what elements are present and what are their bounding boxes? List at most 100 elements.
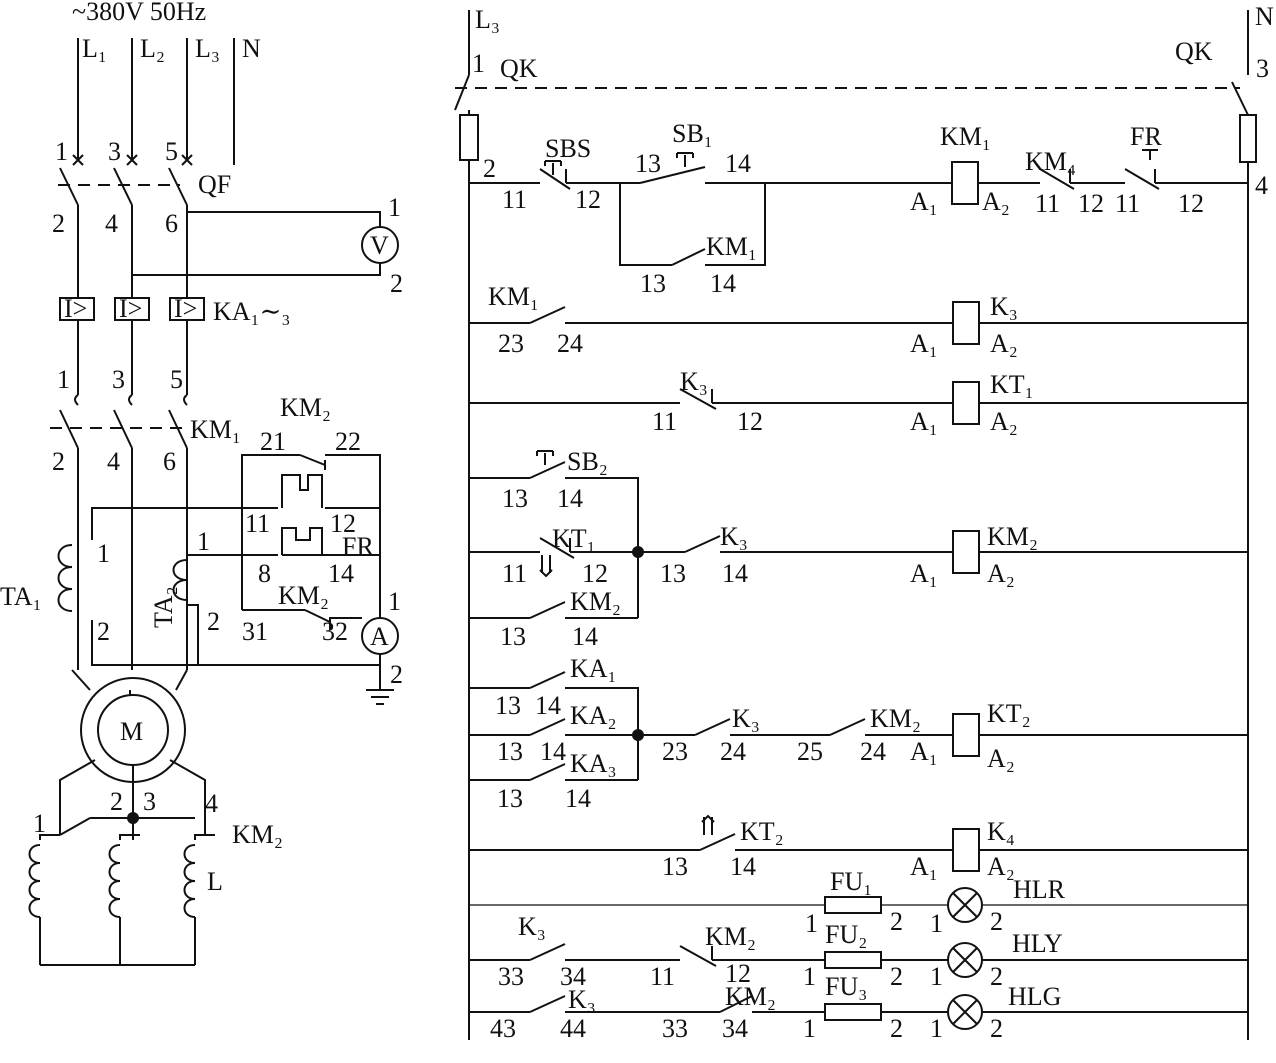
label-v-2: 2 xyxy=(390,269,403,298)
reactor-lead xyxy=(39,834,60,840)
label-TA2: TA₂ xyxy=(149,586,178,628)
label-r5-24: 24 xyxy=(720,737,746,766)
label-r9-34: 34 xyxy=(722,1014,748,1043)
label-QK-r: QK xyxy=(1175,37,1213,66)
label-v-1: 1 xyxy=(388,193,401,222)
wire xyxy=(565,477,639,618)
label-Lcoil: L xyxy=(207,867,223,896)
label-kt2c-a2: A₂ xyxy=(987,744,1015,773)
sb1-start-contact xyxy=(639,166,706,184)
k3-contact-33-34 xyxy=(529,943,566,961)
label-KA1: KA₁ xyxy=(570,654,617,683)
k3-contact-43-44 xyxy=(529,995,566,1013)
ta1-coil-icon xyxy=(57,544,73,612)
label-KT1: KT₁ xyxy=(552,524,596,553)
label-SB1: SB₁ xyxy=(672,119,713,148)
label-r-4: 4 xyxy=(1255,171,1268,200)
wire xyxy=(705,183,766,266)
label-sb1-14: 14 xyxy=(725,149,751,178)
km1-pole xyxy=(59,409,79,449)
qf-pole xyxy=(168,167,188,206)
ta2-coil-icon xyxy=(172,559,188,601)
label-r3-11: 11 xyxy=(652,407,677,436)
lamp-cross xyxy=(952,999,978,1025)
label-qf-1: 1 xyxy=(55,137,68,166)
label-hlr-2: 2 xyxy=(990,907,1003,936)
label-SB2: SB₂ xyxy=(567,447,608,476)
kt2-delay-contact xyxy=(699,833,736,851)
label-r-1: 1 xyxy=(472,49,485,78)
label-ka-i2: I> xyxy=(119,294,142,323)
label-t8: 8 xyxy=(258,559,271,588)
label-ka1-14: 14 xyxy=(535,691,561,720)
label-t31: 31 xyxy=(242,617,268,646)
km2-coil xyxy=(952,530,980,574)
label-hly-1: 1 xyxy=(930,962,943,991)
label-SBS: SBS xyxy=(545,134,591,163)
label-r5-25: 25 xyxy=(797,737,823,766)
label-k4c-a1: A₁ xyxy=(910,852,938,881)
label-ka-i1: I> xyxy=(64,294,87,323)
contact-hook xyxy=(74,394,79,406)
label-km1-4: 4 xyxy=(107,447,120,476)
ka2-contact xyxy=(529,718,566,736)
label-ka3-14: 14 xyxy=(565,784,591,813)
label-kt1c-a1: A₁ xyxy=(910,407,938,436)
label-FR-left: FR xyxy=(342,532,374,561)
label-kt2-14: 14 xyxy=(730,852,756,881)
label-TA1: TA₁ xyxy=(0,582,42,611)
x-mark xyxy=(181,154,193,166)
label-kt2-13: 13 xyxy=(662,852,688,881)
label-HLY: HLY xyxy=(1012,929,1063,958)
label-K3-r3: K₃ xyxy=(680,367,708,396)
label-t32: 32 xyxy=(322,617,348,646)
label-fr-11: 11 xyxy=(1115,189,1140,218)
label-ka2-14: 14 xyxy=(540,737,566,766)
label-qf-4: 4 xyxy=(105,209,118,238)
ammeter-wire xyxy=(329,617,362,630)
label-N-r: N xyxy=(1255,2,1274,31)
label-KM4: KM₄ xyxy=(1025,147,1076,176)
label-ta1-1: 1 xyxy=(97,539,110,568)
label-km1c-a1: A₁ xyxy=(910,187,938,216)
label-KA: KA₁∼₃ xyxy=(213,297,290,326)
lamp-cross xyxy=(952,947,978,973)
label-qf-6: 6 xyxy=(165,209,178,238)
label-r9-43: 43 xyxy=(490,1014,516,1043)
label-QF: QF xyxy=(198,170,231,199)
label-qf-3: 3 xyxy=(108,137,121,166)
label-L3: L₃ xyxy=(195,34,220,63)
label-km4-11: 11 xyxy=(1035,189,1060,218)
label-fu1-1: 1 xyxy=(805,909,818,938)
km2-star-contact xyxy=(59,817,91,836)
label-kt1-12: 12 xyxy=(582,559,608,588)
ka3-contact xyxy=(529,763,566,781)
motor-lead xyxy=(175,669,188,691)
label-t21: 21 xyxy=(260,427,286,456)
label-ta2-2: 2 xyxy=(207,607,220,636)
junction-dot xyxy=(632,546,644,558)
label-KM2-coil: KM₂ xyxy=(987,522,1038,551)
label-hlg-1: 1 xyxy=(930,1014,943,1043)
label-r8-33: 33 xyxy=(498,962,524,991)
label-ka2-13: 13 xyxy=(497,737,523,766)
km1-no-contact xyxy=(529,306,566,324)
label-KA2: KA₂ xyxy=(570,701,617,730)
label-supply: ~380V 50Hz xyxy=(72,0,206,26)
label-KM2-r4: KM₂ xyxy=(570,587,621,616)
x-mark xyxy=(126,154,138,166)
label-km1-1: 1 xyxy=(57,365,70,394)
kt2-coil xyxy=(952,713,980,757)
km2-contact-wire xyxy=(241,454,300,508)
label-km1-5: 5 xyxy=(170,365,183,394)
label-r9-33: 33 xyxy=(662,1014,688,1043)
label-a-1: 1 xyxy=(388,587,401,616)
label-L3-r: L₃ xyxy=(475,5,500,34)
label-K3-r9: K₃ xyxy=(568,985,596,1014)
label-N: N xyxy=(242,34,261,63)
k3-nc-contact xyxy=(679,388,717,410)
label-r2-24: 24 xyxy=(557,329,583,358)
time-delay-icon xyxy=(539,555,553,578)
